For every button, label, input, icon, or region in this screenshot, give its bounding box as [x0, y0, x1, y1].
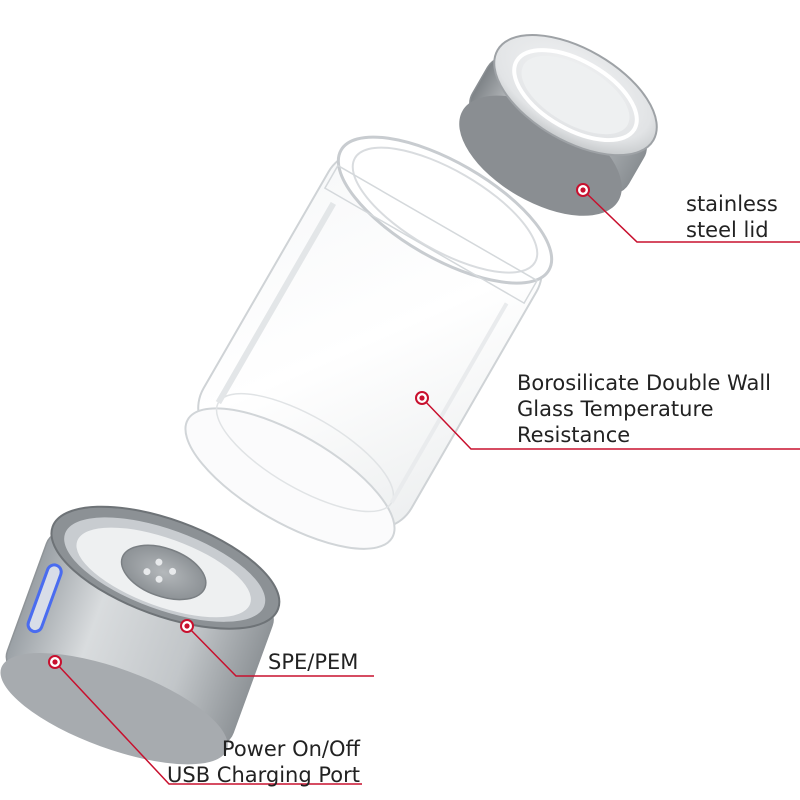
callout-label-lid: stainless steel lid [686, 191, 778, 243]
callout-dots [48, 183, 590, 669]
glass-body [184, 135, 554, 550]
callout-label-membrane: SPE/PEM [268, 649, 358, 675]
callout-power-line1: Power On/Off [221, 737, 360, 761]
callout-membrane-line1: SPE/PEM [268, 650, 359, 674]
callout-line-lid [582, 189, 800, 243]
electrolysis-base [0, 505, 281, 765]
callout-lid-line2: steel lid [686, 218, 769, 242]
callout-glass-line3: Resistance [517, 423, 631, 447]
callout-glass-line1: Borosilicate Double Wall [517, 371, 772, 395]
callout-label-glass: Borosilicate Double Wall Glass Temperatu… [517, 370, 771, 448]
callout-line-glass [421, 397, 800, 450]
callout-label-power: Power On/Off USB Charging Port [140, 736, 360, 788]
callout-line-membrane [186, 625, 374, 677]
callout-lid-line1: stainless [686, 192, 778, 216]
callout-lines [54, 189, 800, 785]
callout-line-power [54, 661, 362, 785]
callout-glass-line2: Glass Temperature [517, 397, 714, 421]
callout-power-line2: USB Charging Port [167, 763, 360, 787]
